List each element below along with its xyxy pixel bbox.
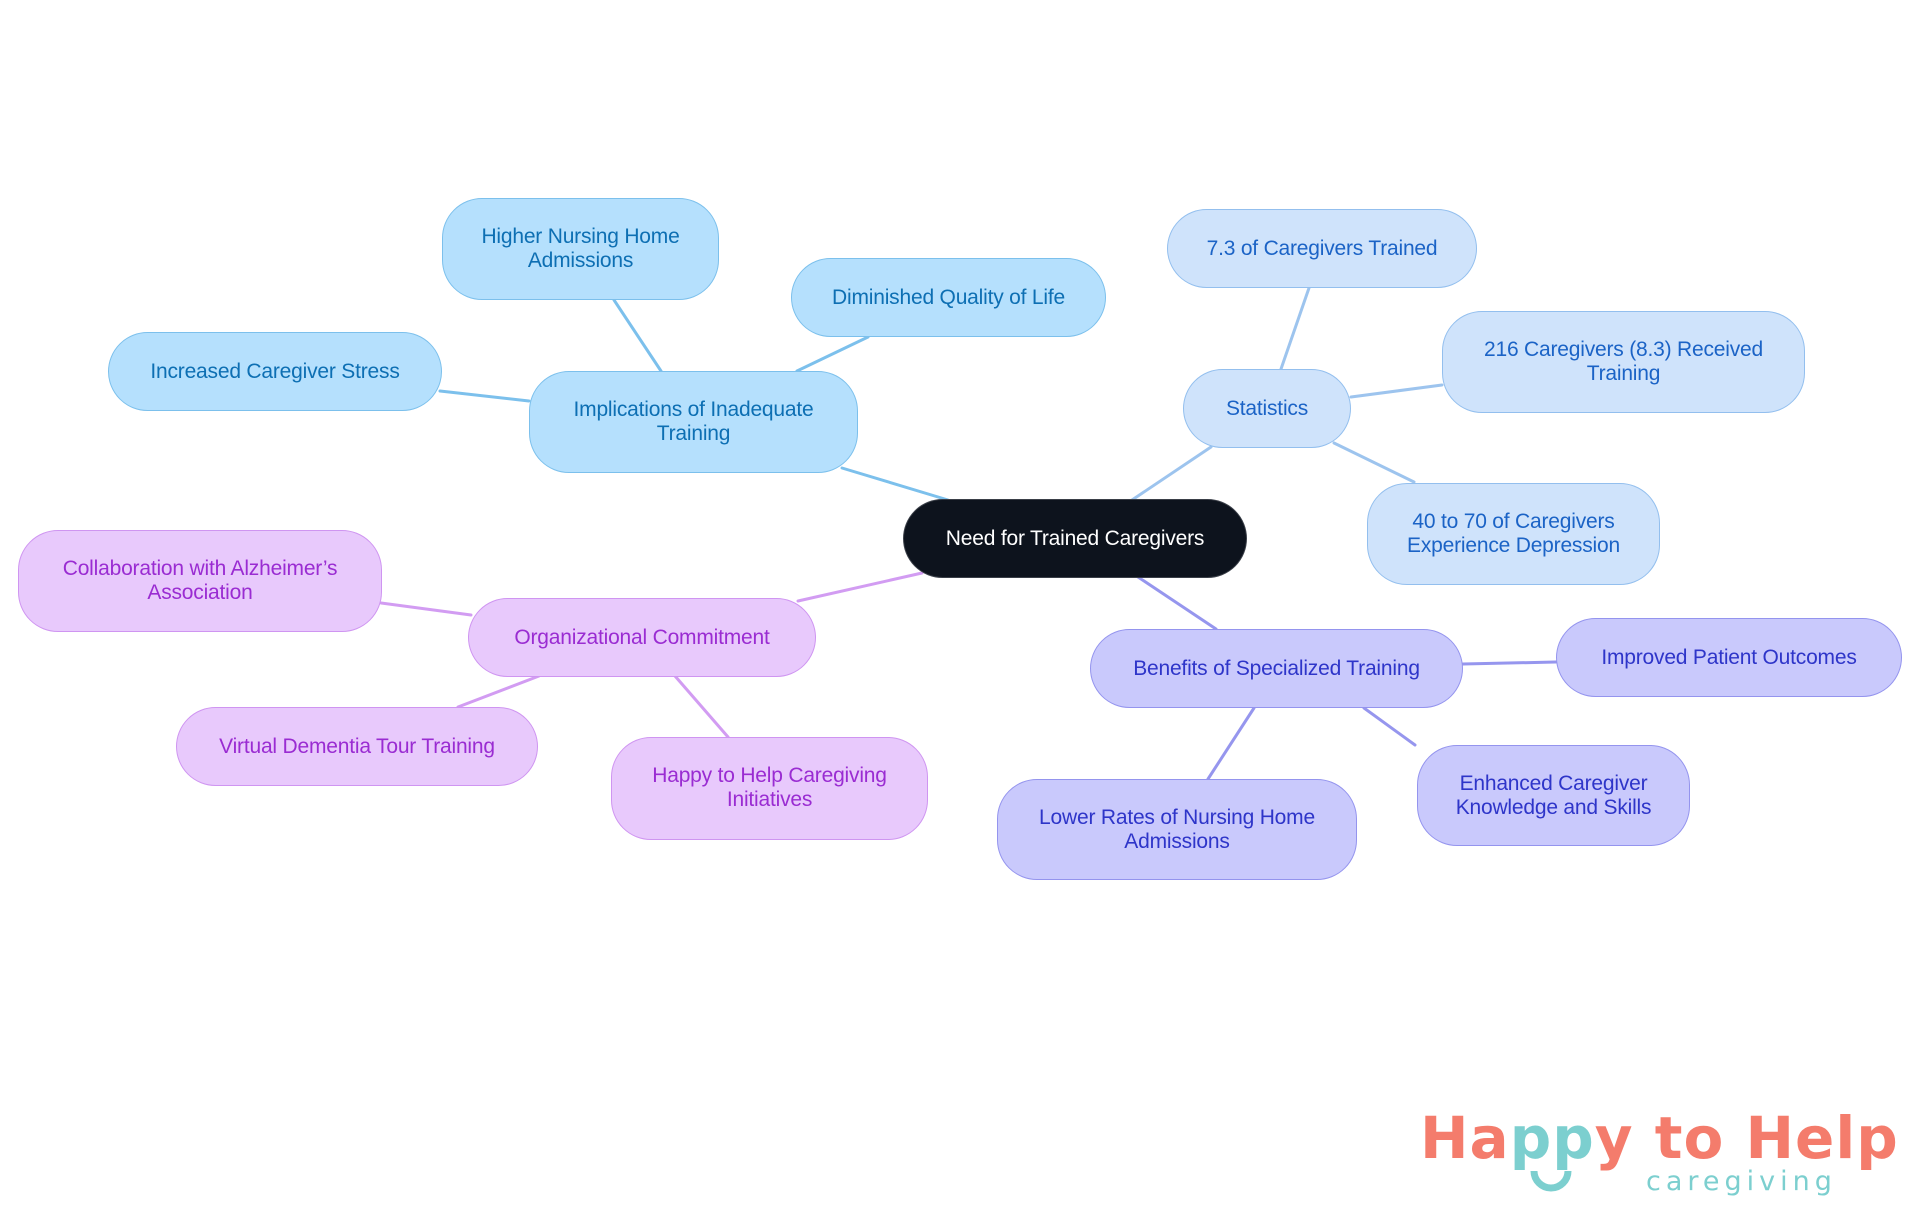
node-label-line: Organizational Commitment [514, 625, 770, 649]
node-label-line: Association [147, 581, 253, 604]
logo-text-y-to-help: y to Help [1594, 1104, 1899, 1172]
leaf-216-received-node[interactable]: 216 Caregivers (8.3) Received Training [1442, 311, 1805, 413]
edge-implications-stress [438, 389, 531, 403]
leaf-lower-rates-node[interactable]: Lower Rates of Nursing Home Admissions [997, 779, 1357, 880]
edge-organizational-collab [379, 601, 473, 617]
edge-organizational-virtual [456, 674, 541, 709]
node-label-line: Benefits of Specialized Training [1133, 656, 1420, 680]
logo-text-ha: Ha [1420, 1104, 1510, 1172]
node-label-line: Higher Nursing Home [481, 225, 680, 248]
node-label-line: Training [656, 422, 731, 445]
node-label-line: Increased Caregiver Stress [150, 359, 400, 383]
logo-wordmark: Happy to Help [1420, 1105, 1899, 1171]
happy-to-help-logo: Happy to Help caregiving [1420, 1105, 1898, 1205]
leaf-virtual-dementia-node[interactable]: Virtual Dementia Tour Training [176, 707, 538, 786]
node-label-line: Training [1586, 362, 1661, 385]
node-label-line: Lower Rates of Nursing Home [1039, 806, 1315, 829]
leaf-happy-to-help-initiatives-node[interactable]: Happy to Help Caregiving Initiatives [611, 737, 928, 840]
leaf-increased-stress-node[interactable]: Increased Caregiver Stress [108, 332, 442, 411]
leaf-40-70-depression-node[interactable]: 40 to 70 of Caregivers Experience Depres… [1367, 483, 1660, 585]
leaf-diminished-quality-node[interactable]: Diminished Quality of Life [791, 258, 1106, 337]
edge-benefits-enhanced [1362, 706, 1417, 747]
leaf-improved-outcomes-node[interactable]: Improved Patient Outcomes [1556, 618, 1902, 697]
edge-organizational-initiatives [673, 674, 730, 739]
node-label-line: 216 Caregivers (8.3) Received [1483, 338, 1763, 361]
node-label-line: Implications of Inadequate [573, 398, 814, 421]
branch-implications-node[interactable]: Implications of Inadequate Training [529, 371, 858, 473]
node-label-line: Improved Patient Outcomes [1601, 645, 1857, 669]
edge-root-statistics [1130, 445, 1213, 502]
node-label-line: 7.3 of Caregivers Trained [1206, 236, 1438, 260]
edge-root-benefits [1136, 575, 1218, 631]
node-label-line: Collaboration with Alzheimer’s [62, 557, 338, 580]
node-label-line: Statistics [1225, 396, 1309, 420]
node-label-line: Happy to Help Caregiving [652, 764, 887, 787]
edge-benefits-lower-rates [1206, 706, 1256, 781]
branch-benefits-node[interactable]: Benefits of Specialized Training [1090, 629, 1463, 708]
edge-root-implications [840, 466, 950, 502]
node-label-line: Knowledge and Skills [1455, 796, 1652, 819]
smile-icon [1530, 1171, 1572, 1192]
node-label-line: Enhanced Caregiver [1459, 772, 1648, 795]
edge-implications-diminished [795, 335, 870, 373]
leaf-higher-nursing-home-node[interactable]: Higher Nursing Home Admissions [442, 198, 719, 300]
root-node[interactable]: Need for Trained Caregivers [903, 499, 1247, 578]
logo-text-pp: pp [1509, 1104, 1595, 1172]
edge-statistics-40-70 [1332, 441, 1416, 484]
leaf-enhanced-knowledge-node[interactable]: Enhanced Caregiver Knowledge and Skills [1417, 745, 1690, 846]
edge-statistics-7-3 [1279, 286, 1311, 371]
node-label-line: Admissions [1124, 830, 1230, 853]
node-label-line: Diminished Quality of Life [832, 285, 1065, 309]
node-label-line: Initiatives [726, 788, 813, 811]
node-label-line: Virtual Dementia Tour Training [219, 734, 495, 758]
logo-subtitle: caregiving [1646, 1166, 1837, 1197]
node-label-line: 40 to 70 of Caregivers [1412, 510, 1615, 533]
edge-implications-higher-nursing [612, 298, 663, 373]
root-label: Need for Trained Caregivers [945, 526, 1205, 550]
leaf-7-3-trained-node[interactable]: 7.3 of Caregivers Trained [1167, 209, 1477, 288]
node-label-line: Experience Depression [1407, 534, 1620, 557]
branch-statistics-node[interactable]: Statistics [1183, 369, 1351, 448]
node-label-line: Admissions [527, 249, 634, 272]
leaf-collaboration-alzheimers-node[interactable]: Collaboration with Alzheimer’s Associati… [18, 530, 382, 632]
edge-statistics-216 [1349, 383, 1444, 399]
edge-benefits-improved [1461, 660, 1558, 666]
edge-root-organizational [796, 571, 924, 603]
branch-organizational-node[interactable]: Organizational Commitment [468, 598, 816, 677]
